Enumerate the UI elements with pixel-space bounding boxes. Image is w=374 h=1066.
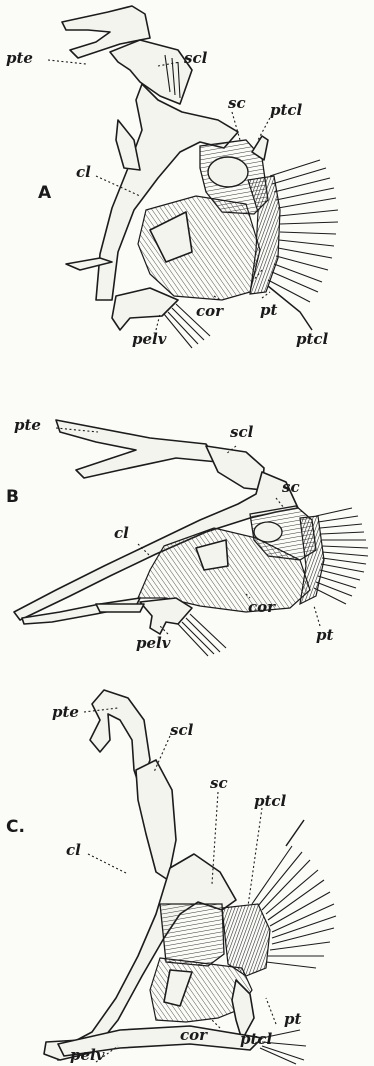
b-label-cor: cor: [248, 598, 276, 616]
c-label-pelv: pelv: [70, 1046, 105, 1064]
a-label-ptcl-top: ptcl: [270, 101, 303, 119]
a-label-scl: scl: [184, 49, 208, 67]
b-label-sc: sc: [282, 478, 300, 496]
a-label-cor: cor: [196, 302, 224, 320]
a-label-pt: pt: [260, 301, 277, 319]
a-label-sc: sc: [228, 94, 246, 112]
c-panel-letter: C.: [6, 817, 25, 837]
panel-c: pte scl sc ptcl cl C. pt cor ptcl pelv: [6, 690, 336, 1064]
a-scapular-foramen: [208, 157, 248, 187]
c-label-cor: cor: [180, 1026, 208, 1044]
b-label-scl: scl: [230, 423, 254, 441]
b-label-pelv: pelv: [136, 634, 171, 652]
a-label-cl: cl: [76, 163, 91, 181]
a-label-pte: pte: [6, 49, 33, 67]
a-coracoid-bone: [138, 196, 260, 300]
panel-b: pte scl sc B cl cor pt pelv: [6, 416, 368, 656]
b-ventral-process: [96, 604, 144, 612]
b-supracleithrum-bone: [206, 446, 264, 490]
c-scapula-bone: [160, 904, 224, 966]
b-label-cl: cl: [114, 524, 129, 542]
b-label-pt: pt: [316, 626, 333, 644]
panel-a: pte scl sc ptcl cl A cor pt ptcl pelv: [6, 6, 338, 348]
a-pelvic-bone: [112, 288, 178, 330]
a-label-pelv: pelv: [132, 330, 167, 348]
c-supracleithrum-bone: [136, 760, 176, 880]
c-label-ptcl-top: ptcl: [254, 792, 287, 810]
b-posttemporal-bone: [56, 420, 218, 478]
a-panel-letter: A: [38, 183, 52, 203]
b-label-pte: pte: [14, 416, 41, 434]
c-label-pte: pte: [52, 703, 79, 721]
c-pterygials: [222, 904, 270, 976]
c-label-cl: cl: [66, 841, 81, 859]
c-label-sc: sc: [210, 774, 228, 792]
b-pelvic-bone: [140, 598, 192, 634]
c-label-scl: scl: [170, 721, 194, 739]
c-label-pt: pt: [284, 1010, 301, 1028]
b-panel-letter: B: [6, 487, 19, 507]
c-label-ptcl-bottom: ptcl: [240, 1030, 273, 1048]
a-label-ptcl-bottom: ptcl: [296, 330, 329, 348]
